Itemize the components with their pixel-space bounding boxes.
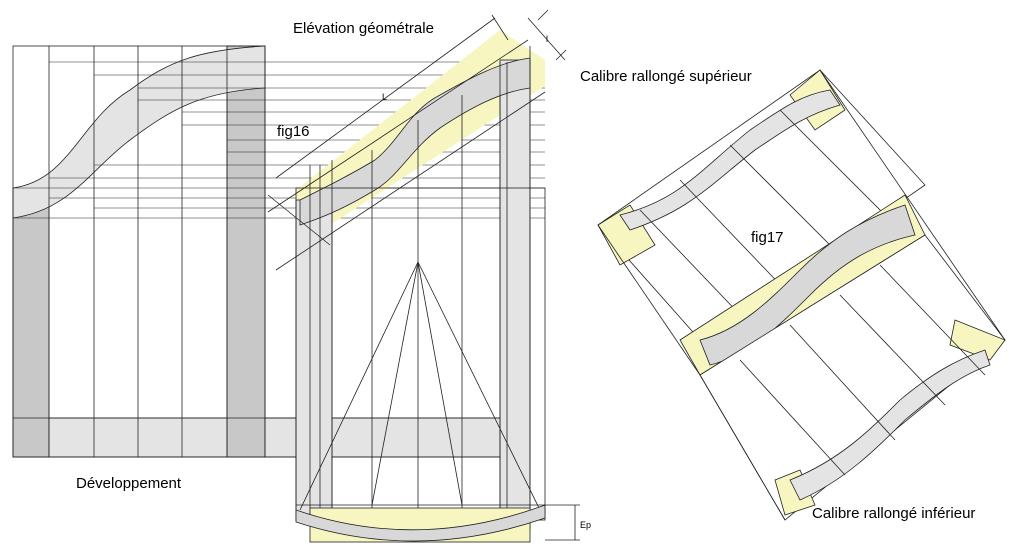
label-fig17: fig17 bbox=[751, 229, 784, 246]
label-dim-L: L bbox=[382, 92, 387, 102]
calibre-inferieur bbox=[699, 234, 1006, 521]
label-developpement: Développement bbox=[76, 475, 182, 492]
fig17-calibres bbox=[597, 69, 1006, 521]
label-dim-l: l bbox=[546, 34, 548, 44]
calibre-sup-hl-1 bbox=[597, 204, 656, 266]
calibre-superieur bbox=[597, 69, 926, 341]
elevation-column-grey-right bbox=[499, 59, 531, 521]
label-ep: Ep bbox=[580, 520, 591, 530]
dev-frame bbox=[12, 45, 266, 458]
label-fig16: fig16 bbox=[277, 123, 310, 140]
calibre-inf-band bbox=[789, 349, 991, 501]
dev-band-left bbox=[12, 187, 50, 458]
calibre-inf-hl-2 bbox=[774, 469, 816, 516]
label-calibre-superieur: Calibre rallongé supérieur bbox=[580, 68, 752, 85]
elevation-column-grey-left bbox=[295, 199, 333, 521]
elevation-base-arc bbox=[295, 504, 546, 542]
elevation-s-curve bbox=[299, 57, 531, 226]
calibre-sup-band bbox=[619, 89, 841, 231]
calibre-mid-s-curve bbox=[699, 204, 916, 366]
dev-band-right bbox=[226, 45, 266, 458]
label-elevation: Elévation géométrale bbox=[293, 20, 434, 37]
fig16-elevation bbox=[267, 9, 580, 543]
calibre-inf-hl-1 bbox=[949, 319, 1006, 361]
label-calibre-inferieur: Calibre rallongé inférieur bbox=[812, 505, 975, 522]
